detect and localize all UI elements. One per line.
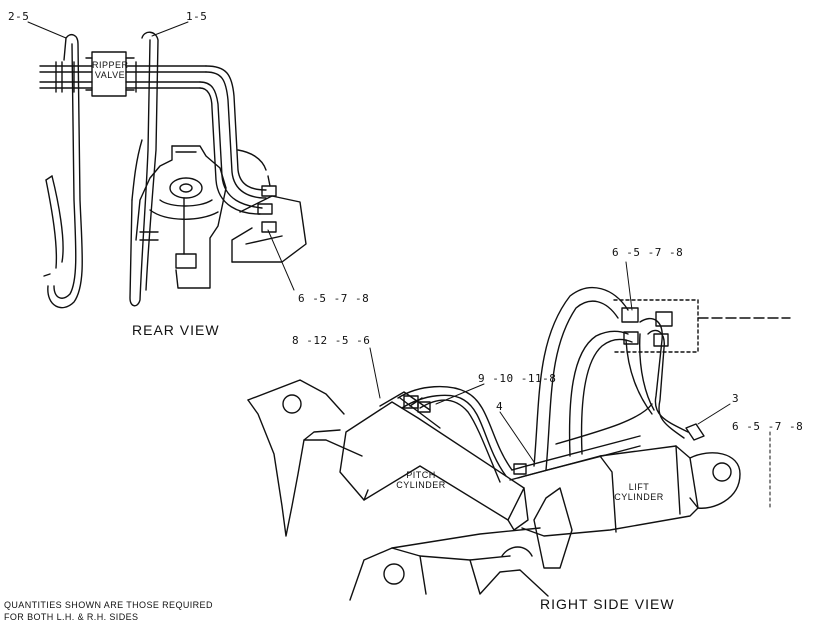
callout-item-4: 4 [496,400,504,413]
callout-rear-bottom: 6 -5 -7 -8 [298,292,370,305]
detail-bracket [614,300,790,352]
lower-linkage [350,488,572,600]
ripper-valve [86,52,134,96]
rear-bracket [232,196,306,262]
rear-hose-right [200,66,266,214]
callout-side-top: 6 -5 -7 -8 [612,246,684,259]
lift-cylinder-label-line2: CYLINDER [614,492,664,502]
side-view-drawing [28,22,790,600]
ripper-frame [248,380,362,536]
right-side-view-title: RIGHT SIDE VIEW [540,596,675,612]
pitch-cylinder [340,392,528,530]
lift-cylinder-label-line1: LIFT [628,482,650,492]
pitch-cylinder-label-line1: PITCH [406,470,436,480]
ripper-valve-label-line1: RIPPER [92,60,129,70]
footnote-line2: FOR BOTH L.H. & R.H. SIDES [4,612,139,622]
callout-pitch-cylinder: 8 -12 -5 -6 [292,334,371,347]
callout-rear-top-left: 2-5 [8,10,30,23]
rear-view-drawing [40,32,306,307]
quantity-footnote: QUANTITIES SHOWN ARE THOSE REQUIRED FOR … [4,599,213,623]
callout-item-3: 3 [732,392,740,405]
lift-hoses [534,288,688,470]
pitch-cylinder-label: PITCH CYLINDER [384,470,458,490]
ripper-valve-label-line2: VALVE [94,70,126,80]
pitch-hoses [398,387,640,482]
rear-frame [136,146,226,288]
lift-cylinder-label: LIFT CYLINDER [604,482,674,502]
callout-rear-top-mid: 1-5 [186,10,208,23]
callout-hose-mid: 9 -10 -11-8 [478,372,557,385]
lift-cylinder [510,446,740,536]
lift-fittings [622,308,704,440]
leader-lines [28,22,770,508]
pitch-cylinder-label-line2: CYLINDER [396,480,446,490]
footnote-line1: QUANTITIES SHOWN ARE THOSE REQUIRED [4,600,213,610]
rear-hose-left [44,35,82,308]
ripper-valve-label: RIPPER VALVE [92,60,128,80]
rear-fittings [258,176,276,232]
rear-hose-center [130,32,158,306]
callout-lift-right: 6 -5 -7 -8 [732,420,804,433]
valve-fittings [40,62,206,92]
rear-view-title: REAR VIEW [132,322,220,338]
